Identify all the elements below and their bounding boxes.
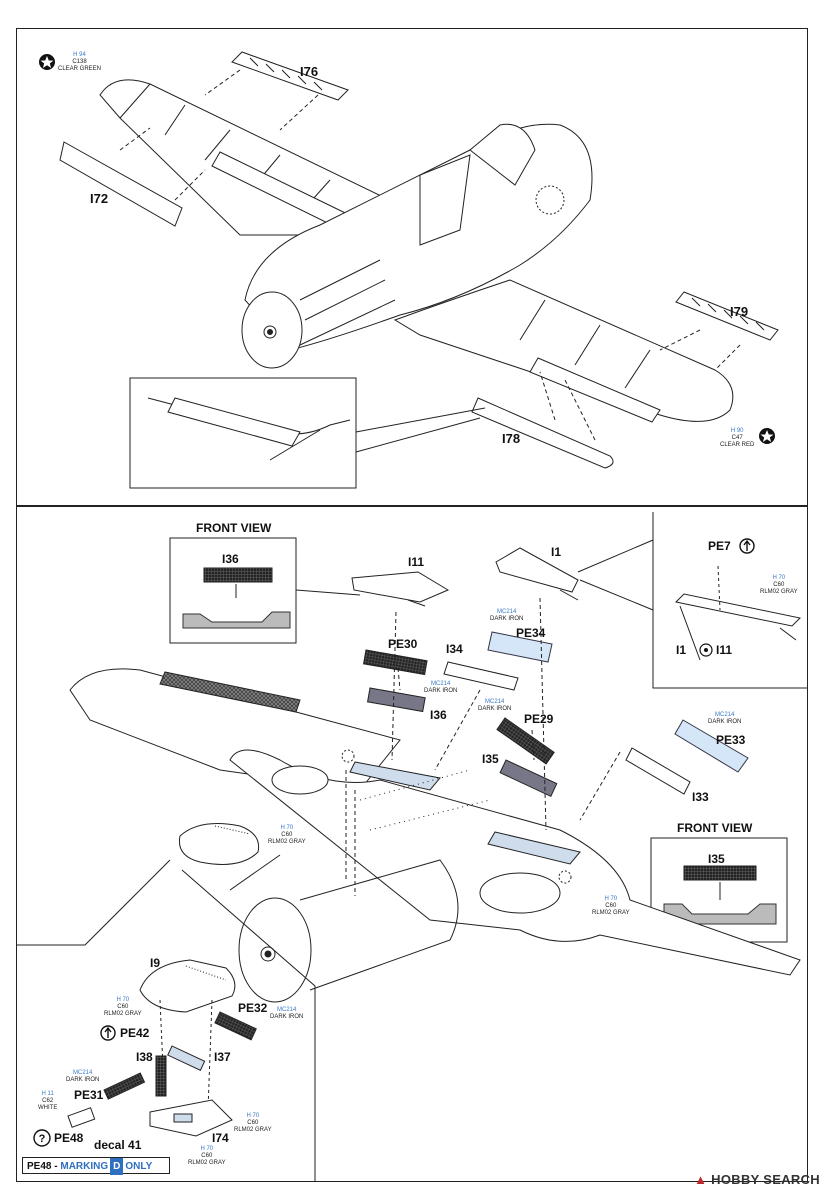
paint-callout-pe31-white: H 11 C62 WHITE	[38, 1091, 58, 1111]
front-view-title-1: FRONT VIEW	[196, 521, 272, 535]
paint-callout-pe29: MC214 DARK IRON	[478, 699, 512, 712]
strip-i33	[625, 747, 691, 795]
strip-pe31	[103, 1072, 146, 1100]
part-label-pe33: PE33	[716, 733, 746, 747]
paint-callout-pe30: MC214 DARK IRON	[424, 681, 458, 694]
front-view-part-i35: I35	[708, 852, 725, 866]
strip-pe30	[362, 649, 428, 676]
cover-i11	[351, 571, 450, 607]
marking-letter-badge: D	[110, 1158, 124, 1175]
part-label-i78: I78	[502, 431, 521, 446]
hatch-i9	[139, 959, 236, 1111]
hobby-search-brand: HOBBY SEARCH	[711, 1172, 820, 1187]
paint-callout-clear-red: H 90 C47 CLEAR RED	[720, 428, 755, 448]
front-view-title-2: FRONT VIEW	[677, 821, 753, 835]
paint-callout-pe7-inset: H 70 C60 RLM02 GRAY	[760, 575, 798, 595]
hobby-search-logo-icon: ▲	[694, 1172, 708, 1187]
paint-callout-i74-b: H 70 C60 RLM02 GRAY	[188, 1146, 226, 1166]
paint-callout-i9: H 70 C60 RLM02 GRAY	[104, 997, 142, 1017]
strip-i34	[443, 661, 519, 691]
paint-callout-pe34: MC214 DARK IRON	[490, 609, 524, 622]
part-label-decal-41: decal 41	[94, 1138, 142, 1152]
strip-pe32	[214, 1011, 257, 1041]
radiator-i76	[231, 51, 349, 101]
pe7-inset	[652, 512, 808, 689]
strip-i37	[167, 1045, 206, 1071]
front-view-box-1	[169, 537, 297, 644]
marking-note-suffix: ONLY	[125, 1161, 153, 1172]
paint-callout-i74-a: H 70 C60 RLM02 GRAY	[234, 1113, 272, 1133]
paint-callout-hatch: H 70 C60 RLM02 GRAY	[268, 825, 306, 845]
strip-i36	[366, 687, 426, 713]
part-label-pe32: PE32	[238, 1001, 268, 1015]
part-label-pe30: PE30	[388, 637, 418, 651]
part-label-i34: I34	[446, 642, 463, 656]
strip-i35	[499, 759, 558, 798]
front-view-part-i36: I36	[222, 552, 239, 566]
svg-text:?: ?	[39, 1133, 46, 1145]
engine-hatch	[178, 823, 260, 865]
top-aircraft	[59, 79, 734, 469]
part-label-i36: I36	[430, 708, 447, 722]
part-label-i9: I9	[150, 956, 161, 970]
paint-callout-bay: H 70 C60 RLM02 GRAY	[592, 896, 630, 916]
question-icon-pe48: ?	[33, 1129, 51, 1147]
decal-41-rect	[67, 1107, 96, 1128]
star-marker-right	[759, 428, 775, 444]
part-label-i1-join: I1	[676, 643, 687, 657]
marking-note-prefix: PE48 -	[27, 1161, 61, 1172]
radiator-i79	[675, 291, 779, 341]
part-label-i37: I37	[214, 1050, 231, 1064]
bend-arrow-icon-pe42	[100, 1025, 116, 1041]
strip-pe33	[674, 719, 749, 773]
bottom-aircraft	[69, 668, 801, 1003]
star-marker-left	[39, 54, 55, 70]
part-label-i1: I1	[551, 545, 562, 559]
hobby-search-watermark: ▲ HOBBY SEARCH	[694, 1172, 820, 1187]
paint-callout-pe32: MC214 DARK IRON	[270, 1007, 304, 1020]
detail-inset	[129, 377, 486, 489]
bottom-panel-frame	[16, 506, 808, 1182]
part-label-pe7: PE7	[708, 539, 731, 553]
part-label-i35: I35	[482, 752, 499, 766]
part-label-pe48: PE48	[54, 1131, 84, 1145]
part-label-i33: I33	[692, 790, 709, 804]
join-icon-i1-i11	[699, 643, 713, 657]
part-label-i72: I72	[90, 191, 109, 206]
part-label-i74: I74	[212, 1131, 229, 1145]
part-label-i11-join: I11	[716, 643, 733, 657]
strip-pe34	[487, 631, 553, 663]
marking-note-marking: MARKING	[60, 1161, 109, 1172]
part-label-i79: I79	[730, 304, 749, 319]
bend-arrow-icon-pe7	[739, 538, 755, 554]
strip-i38	[155, 1055, 167, 1097]
base-i74	[149, 1099, 233, 1137]
part-label-pe34: PE34	[516, 626, 546, 640]
top-panel-frame	[16, 28, 808, 506]
paint-callout-clear-green: H 94 C138 CLEAR GREEN	[58, 52, 102, 72]
part-label-pe31: PE31	[74, 1088, 104, 1102]
part-label-i76: I76	[300, 64, 319, 79]
part-label-i11: I11	[408, 555, 425, 569]
cover-i1	[495, 547, 579, 601]
paint-callout-pe33: MC214 DARK IRON	[708, 712, 742, 725]
part-label-pe29: PE29	[524, 712, 554, 726]
part-label-pe42: PE42	[120, 1026, 150, 1040]
paint-callout-pe31-iron: MC214 DARK IRON	[66, 1070, 100, 1083]
part-label-i38: I38	[136, 1050, 153, 1064]
strip-pe29	[496, 717, 555, 765]
